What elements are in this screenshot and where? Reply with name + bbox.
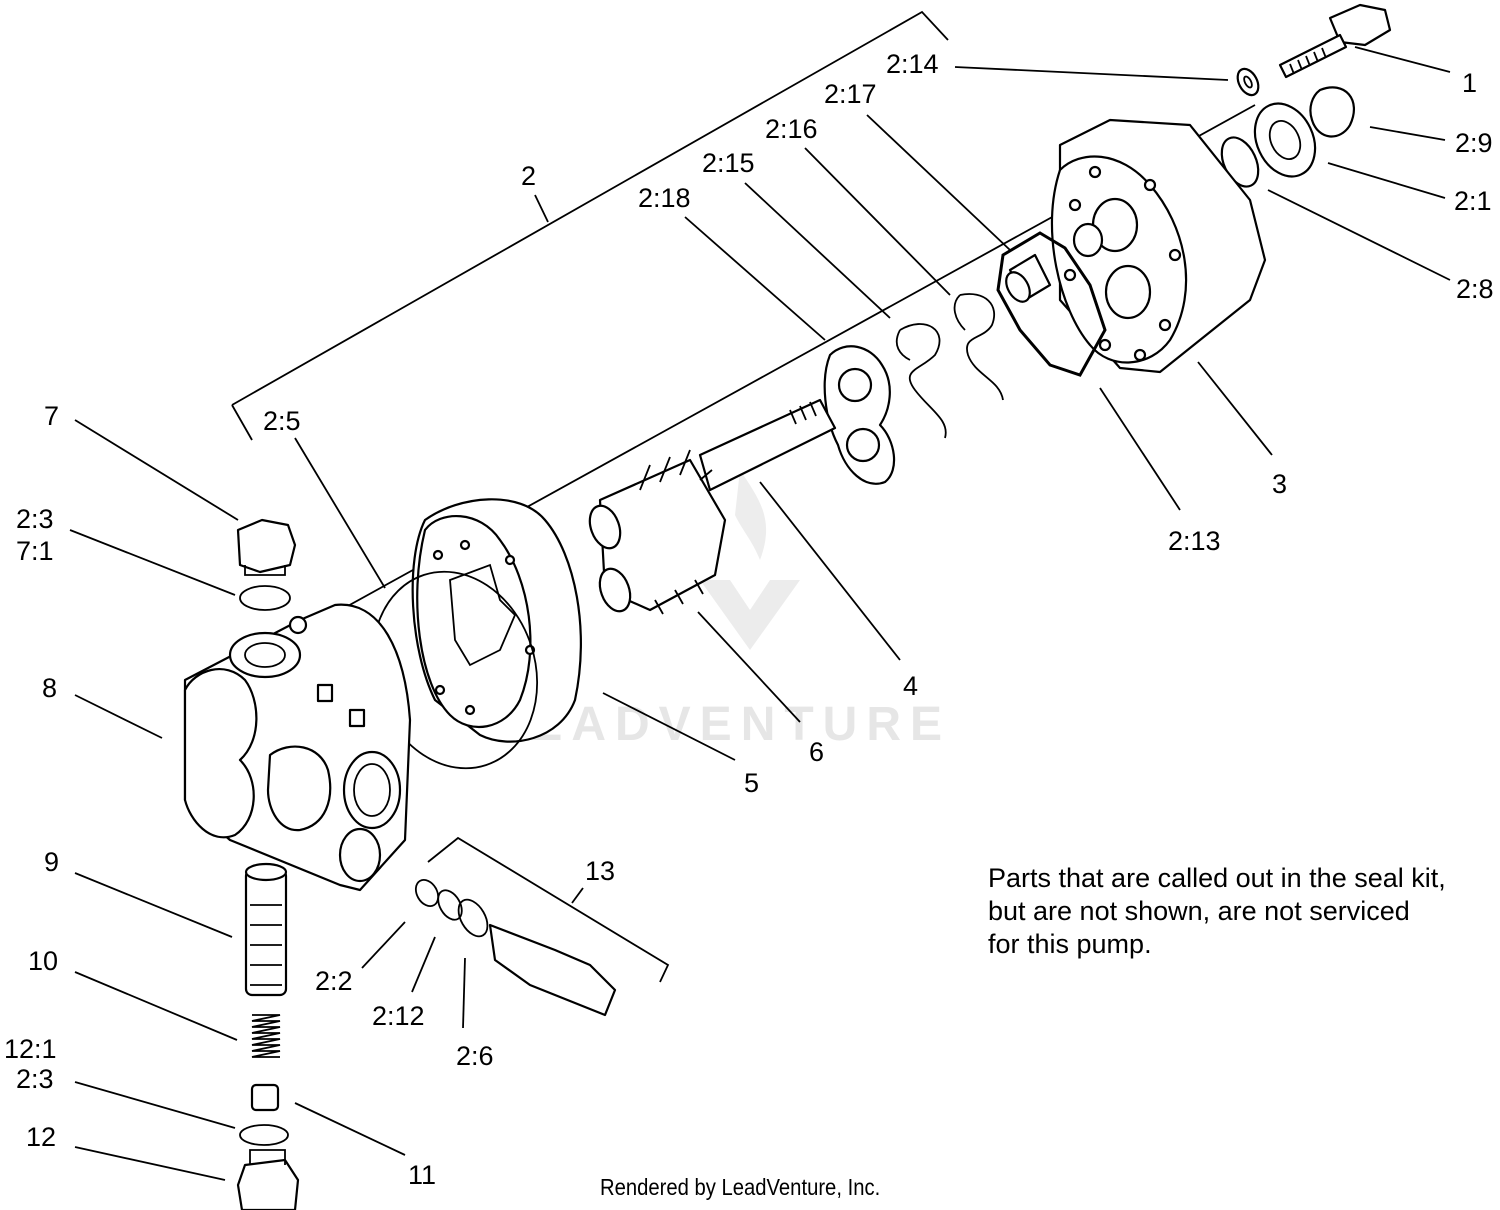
callout-7: 7 bbox=[44, 401, 59, 431]
part-seal-2-15 bbox=[895, 323, 947, 439]
callout-2-15: 2:15 bbox=[702, 148, 755, 178]
part-relief-valve-13 bbox=[414, 878, 617, 1017]
callout-5: 5 bbox=[744, 768, 759, 798]
part-housing-8 bbox=[183, 603, 412, 892]
callout-9: 9 bbox=[44, 847, 59, 877]
callout-2-5: 2:5 bbox=[263, 406, 301, 436]
kit-2-bracket bbox=[231, 10, 949, 406]
valve-13-bracket bbox=[427, 836, 670, 983]
callout-8: 8 bbox=[42, 673, 57, 703]
callout-12-1: 12:1 bbox=[4, 1034, 57, 1064]
part-seal-2-16 bbox=[953, 293, 1004, 401]
part-oring-7-1 bbox=[239, 585, 291, 611]
note-line-2: but are not shown, are not serviced bbox=[988, 896, 1410, 926]
callout-10: 10 bbox=[28, 946, 58, 976]
callout-2-1: 2:1 bbox=[1454, 186, 1492, 216]
callout-2-6: 2:6 bbox=[456, 1041, 494, 1071]
part-bolt-1 bbox=[1278, 3, 1392, 79]
callout-4: 4 bbox=[903, 671, 918, 701]
seal-kit-note: Parts that are called out in the seal ki… bbox=[988, 862, 1500, 961]
part-drive-shaft-4 bbox=[698, 398, 837, 492]
callout-2-18: 2:18 bbox=[638, 183, 691, 213]
callout-6: 6 bbox=[809, 737, 824, 767]
callout-2-3: 2:3 bbox=[16, 504, 54, 534]
note-line-3: for this pump. bbox=[988, 929, 1152, 959]
leader-lines bbox=[69, 46, 1451, 1181]
callout-1: 1 bbox=[1462, 68, 1477, 98]
callout-2-12: 2:12 bbox=[372, 1001, 425, 1031]
callout-2-13: 2:13 bbox=[1168, 526, 1221, 556]
callout-2-14: 2:14 bbox=[886, 49, 939, 79]
part-spacer-11 bbox=[250, 1083, 280, 1112]
callout-2-2: 2:2 bbox=[315, 966, 353, 996]
part-body-5 bbox=[411, 498, 582, 743]
callout-2-3-lower: 2:3 bbox=[16, 1064, 54, 1094]
callout-3: 3 bbox=[1272, 469, 1287, 499]
part-gasket-2-13 bbox=[996, 231, 1107, 377]
part-spring-10 bbox=[251, 1014, 281, 1058]
part-oring-2-3-lower bbox=[239, 1124, 289, 1146]
callout-2-8: 2:8 bbox=[1456, 274, 1494, 304]
note-line-1: Parts that are called out in the seal ki… bbox=[988, 863, 1446, 893]
callout-13: 13 bbox=[585, 856, 615, 886]
part-plug-7 bbox=[236, 518, 297, 576]
callout-2: 2 bbox=[521, 161, 536, 191]
callout-7-1: 7:1 bbox=[16, 536, 54, 566]
callout-2-16: 2:16 bbox=[765, 114, 818, 144]
part-gears-6 bbox=[588, 449, 727, 615]
callout-labels: 1 2 2:1 2:2 2:3 2:3 2:5 2:6 2:8 2:9 2:12… bbox=[4, 49, 1494, 1190]
callout-2-9: 2:9 bbox=[1455, 128, 1493, 158]
part-snap-ring-2-9 bbox=[1309, 86, 1356, 138]
part-plug-2-17 bbox=[1005, 253, 1052, 303]
callout-11: 11 bbox=[408, 1160, 436, 1190]
part-washer-2-14 bbox=[1236, 67, 1260, 97]
callout-2-17: 2:17 bbox=[824, 79, 877, 109]
part-seal-2-1 bbox=[1253, 102, 1317, 178]
callout-12: 12 bbox=[26, 1122, 56, 1152]
part-plate-2-18 bbox=[823, 345, 896, 485]
part-cover-3 bbox=[1050, 118, 1267, 374]
part-valve-9 bbox=[244, 862, 288, 997]
part-plug-12 bbox=[236, 1149, 300, 1210]
rendered-by-footer: Rendered by LeadVenture, Inc. bbox=[600, 1174, 881, 1200]
